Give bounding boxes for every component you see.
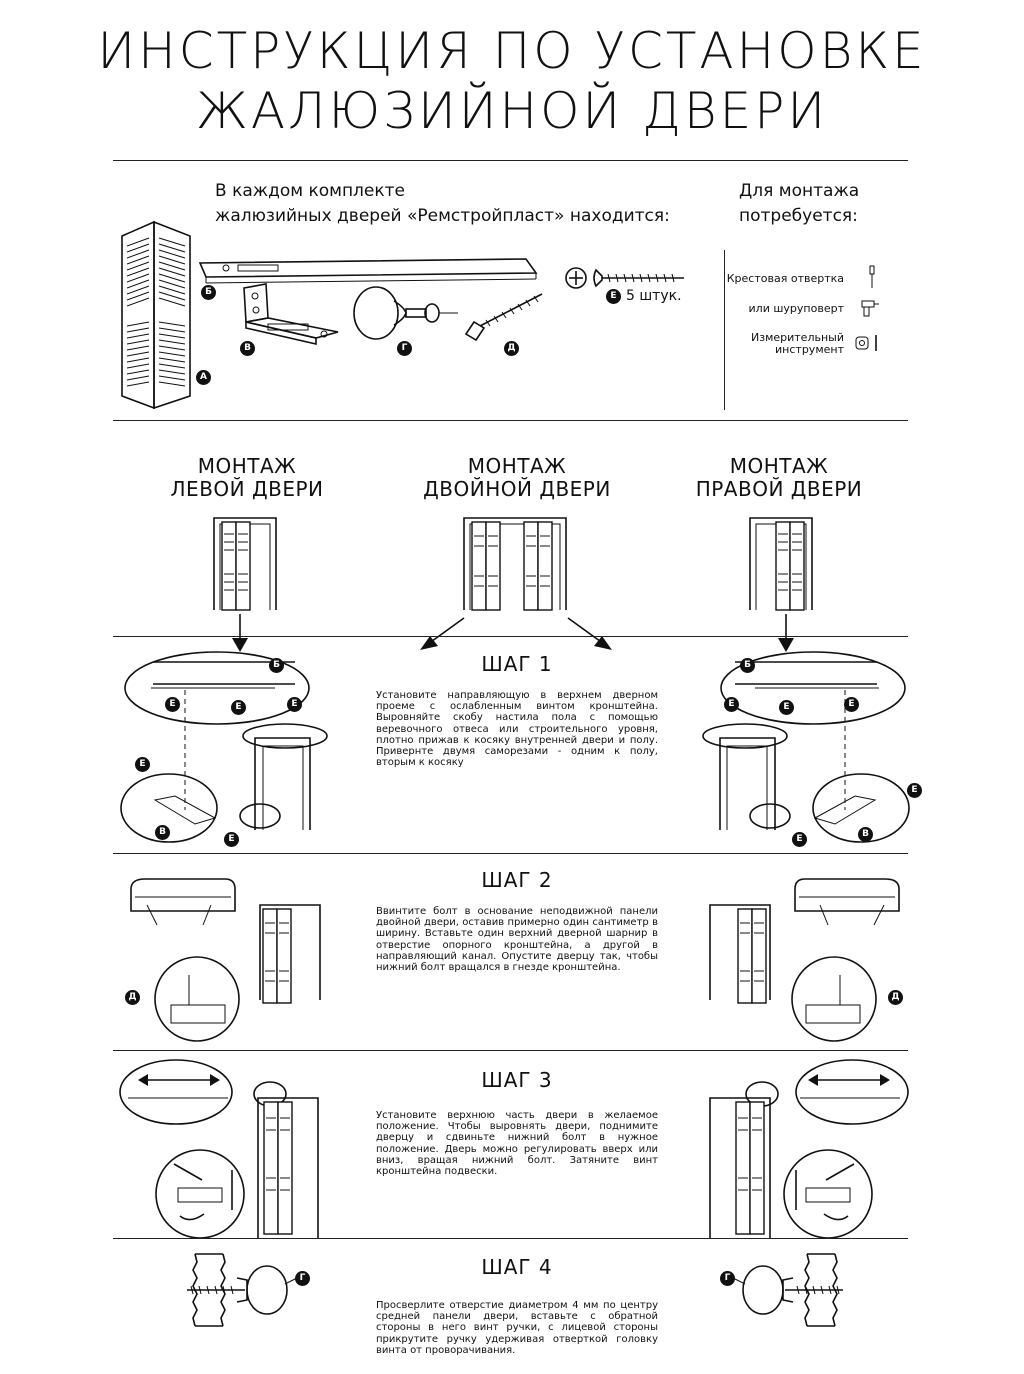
label-g-badge: Г [720,1271,735,1286]
label-e-badge: Е [907,783,922,798]
label-v-badge: В [155,825,170,840]
kit-heading-line2: жалюзийных дверей «Ремстройпласт» находи… [215,206,670,226]
step-4-left-diagram [187,1253,298,1327]
page-title-line1: ИНСТРУКЦИЯ ПО УСТАНОВКЕ [97,22,927,80]
label-d-badge: Д [888,990,903,1005]
mount-left-title-line2: ЛЕВОЙ ДВЕРИ [170,477,324,501]
floor-bracket-illustration [243,283,339,346]
left-door-diagram [213,517,277,611]
label-e-badge: Е [287,697,302,712]
bolt-illustration [464,293,543,342]
knob-illustration [353,286,458,340]
divider [113,160,908,161]
divider [113,1050,908,1051]
step-2-title: ШАГ 2 [481,868,553,892]
drill-icon [861,300,879,317]
tool-drill-label: или шуруповерт [748,302,844,315]
label-d-badge: Д [504,341,519,356]
tool-screwdriver-label: Крестовая отвертка [726,272,844,285]
label-d-badge: Д [125,990,140,1005]
label-e-badge: Е [724,697,739,712]
label-e-badge: Е [606,289,621,304]
label-e-badge: Е [792,832,807,847]
divider [113,1238,908,1239]
tool-measure-label-line2: инструмент [775,343,844,356]
kit-heading-line1: В каждом комплекте [215,181,406,201]
label-e-badge: Е [231,700,246,715]
step-4-text: Просверлите отверстие диаметром 4 мм по … [376,1300,658,1356]
step-3-title: ШАГ 3 [481,1068,553,1092]
step-2-left-diagram [130,878,321,1042]
step-1-right-diagram [702,651,910,843]
step-4-right-diagram [732,1253,843,1327]
divider [113,853,908,854]
label-b-badge: Б [269,658,284,673]
double-door-diagram [463,517,567,611]
label-e-badge: Е [779,700,794,715]
step-1-left-diagram [120,651,328,843]
label-e-badge: Е [165,697,180,712]
label-g-badge: Г [397,341,412,356]
step-1-title: ШАГ 1 [481,652,553,676]
guide-rail-illustration [198,258,538,284]
step-2-text: Ввинтите болт в основание неподвижной па… [376,906,658,974]
right-door-diagram [749,517,813,611]
mount-right-title-line1: МОНТАЖ [729,454,829,478]
label-v-badge: В [858,827,873,842]
label-g-badge: Г [295,1271,310,1286]
label-e-badge: Е [224,832,239,847]
label-e-badge: Е [135,757,150,772]
mount-double-title-line2: ДВОЙНОЙ ДВЕРИ [423,477,611,501]
mount-right-title-line2: ПРАВОЙ ДВЕРИ [695,477,863,501]
screws-count: 5 штук. [626,288,682,304]
label-b-badge: Б [201,285,216,300]
mount-double-title-line1: МОНТАЖ [467,454,567,478]
label-b-badge: Б [740,658,755,673]
divider [113,636,908,637]
step-3-left-diagram [119,1059,319,1239]
step-3-right-diagram [709,1059,909,1239]
direction-arrows [232,614,794,652]
page-title-line2: ЖАЛЮЗИЙНОЙ ДВЕРИ [195,82,829,140]
step-3-text: Установите верхнюю часть двери в желаемо… [376,1110,658,1178]
screwdriver-icon [869,265,875,288]
screw-illustration [565,267,684,289]
step-2-right-diagram [709,878,900,1042]
tools-divider [724,250,725,410]
tools-heading-line1: Для монтажа [739,181,860,201]
tools-heading-line2: потребуется: [739,206,858,226]
step-1-text: Установите направляющую в верхнем дверно… [376,690,658,769]
label-e-badge: Е [844,697,859,712]
tape-measure-icon [855,335,877,351]
label-a-badge: А [196,370,211,385]
mount-left-title-line1: МОНТАЖ [197,454,297,478]
folding-door-illustration [121,220,191,410]
step-4-title: ШАГ 4 [481,1255,553,1279]
tool-measure-label-line1: Измерительный [751,331,844,344]
divider [113,420,908,421]
label-v-badge: В [240,341,255,356]
